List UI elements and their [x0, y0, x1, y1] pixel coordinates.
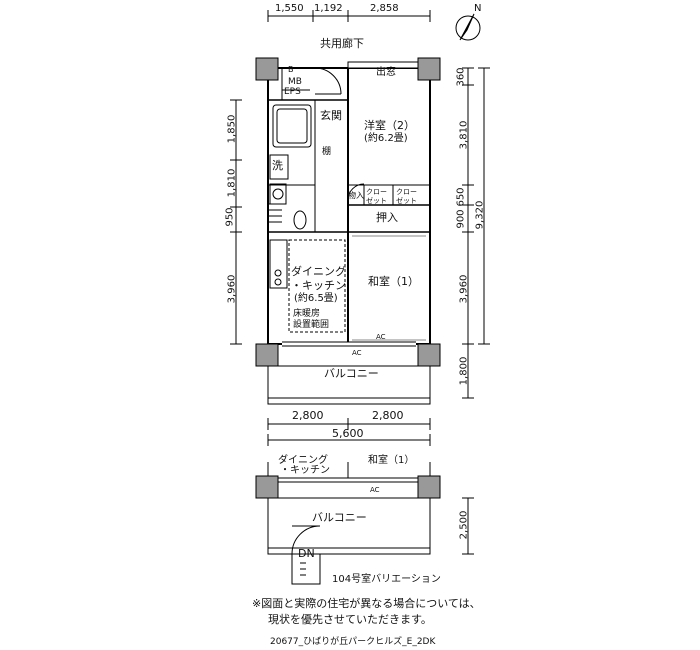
yoshitsu-size: (約6.2畳): [364, 133, 408, 144]
dim-bottom-2: 2,800: [372, 409, 404, 422]
washitsu-label: 和室（1）: [368, 275, 419, 288]
dim-right-4: 900: [455, 209, 467, 229]
dim-left-2: 1,810: [226, 168, 238, 198]
mb-label: MB: [288, 77, 302, 87]
dim-top-2: 1,192: [314, 3, 343, 14]
column-tl: [255, 57, 279, 81]
oshiire-label: 押入: [376, 211, 398, 224]
demado-label: 出窓: [376, 67, 396, 78]
compass-arrow: [459, 13, 475, 41]
var-dn: DN: [298, 547, 315, 560]
toilet: [293, 210, 307, 230]
dim-right-5: 3,960: [458, 274, 470, 304]
var-column-l: [255, 475, 279, 499]
balcony-outline: [267, 365, 431, 405]
floor-heating-area: [288, 239, 346, 333]
dim-right-1: 360: [455, 67, 467, 87]
closet-b-label: クロー ゼット: [396, 188, 417, 205]
mb-b-label: B: [288, 65, 294, 74]
sen-label: 洗: [272, 159, 283, 172]
dim-left-1: 1,850: [226, 114, 238, 144]
dim-right-2: 3,810: [458, 120, 470, 150]
eps-label: EPS: [284, 87, 301, 97]
dk-label-1: ダイニング: [291, 265, 346, 278]
dim-top-1: 1,550: [275, 3, 304, 14]
mono-label: 物入: [348, 191, 364, 200]
column-tr: [417, 57, 441, 81]
dim-right-total: 9,320: [474, 200, 486, 230]
var-stair: [291, 553, 321, 585]
footer-code: 20677_ひばりが丘パークヒルズ_E_2DK: [270, 637, 436, 647]
bay-window: [347, 61, 419, 69]
dim-bottom-1: 2,800: [292, 409, 324, 422]
dim-top-3: 2,858: [370, 3, 399, 14]
dk-size: (約6.5畳): [294, 293, 338, 304]
compass-n: N: [474, 3, 482, 14]
yoshitsu-label: 洋室（2）: [364, 119, 415, 132]
compass-circle: [455, 15, 481, 41]
var-column-r: [417, 475, 441, 499]
note-line-2: 現状を優先させていただきます。: [268, 613, 432, 626]
closet-a-label: クロー ゼット: [366, 188, 387, 205]
floor-heat-2: 設置範囲: [293, 320, 330, 330]
ac-label-2: AC: [352, 349, 362, 357]
bathtub: [272, 104, 312, 148]
var-balcony: [267, 497, 431, 555]
var-dk-1: ダイニング: [278, 455, 328, 466]
column-br: [417, 343, 441, 367]
var-caption: 104号室バリエーション: [332, 574, 441, 585]
note-line-1: ※図面と実際の住宅が異なる場合については、: [252, 597, 481, 610]
corridor-label: 共用廊下: [320, 37, 364, 50]
kitchen-counter: [269, 239, 288, 289]
dim-right-6: 1,800: [458, 356, 470, 386]
genkan-label: 玄関: [320, 109, 342, 122]
ac-label-1: AC: [376, 333, 386, 341]
var-dk-2: ・キッチン: [280, 465, 330, 476]
floor-heat-1: 床暖房: [293, 309, 321, 319]
var-dim: 2,500: [458, 510, 470, 540]
dim-left-3: 950: [224, 207, 236, 227]
dk-label-2: ・キッチン: [291, 279, 346, 292]
tana-label: 棚: [322, 147, 332, 157]
var-washitsu: 和室（1）: [368, 455, 415, 466]
balcony-label: バルコニー: [324, 367, 379, 380]
dim-bottom-total: 5,600: [332, 427, 364, 440]
dim-left-4: 3,960: [226, 274, 238, 304]
column-bl: [255, 343, 279, 367]
var-balcony-label: バルコニー: [312, 511, 367, 524]
dim-right-3: 650: [455, 187, 467, 207]
entrance-door: [314, 67, 342, 95]
var-ac: AC: [370, 486, 380, 494]
